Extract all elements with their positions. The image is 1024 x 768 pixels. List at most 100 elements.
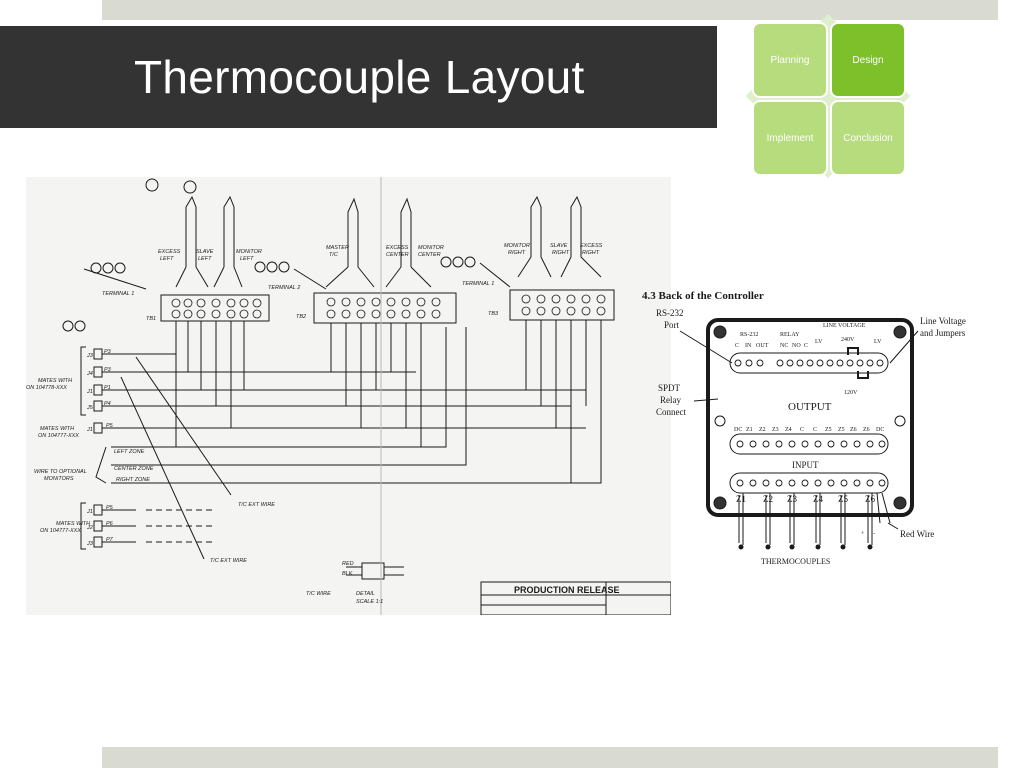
schematic-cable-label: MASTER	[326, 245, 349, 251]
schematic-cable-label: MONITOR	[418, 245, 444, 251]
input-pin-label: Z5	[825, 427, 832, 433]
schematic-terminal-label: TERMINAL 1	[102, 291, 134, 297]
schematic-tb-label: TB1	[146, 316, 156, 322]
nav-tile-design[interactable]: Design	[830, 22, 906, 98]
schematic-cable-label: CENTER	[418, 252, 441, 258]
input-pin-label: DC	[734, 427, 742, 433]
schematic-cable-label: RIGHT	[508, 250, 526, 256]
zone-label: Z6	[865, 494, 875, 504]
header-rs232: RS-232	[740, 332, 758, 338]
schematic-plug-label: P5	[106, 423, 114, 429]
schematic-plug-label: P3	[104, 349, 112, 355]
input-pin-label: Z2	[759, 427, 766, 433]
nav-tile-planning[interactable]: Planning	[752, 22, 828, 98]
nav-tile-implement[interactable]: Implement	[752, 100, 828, 176]
schematic-detail-label: SCALE 1:1	[356, 599, 383, 605]
schematic-blk-label: BLK	[342, 571, 353, 577]
polarity-plus: +	[861, 531, 865, 537]
schematic-monitors-note: MONITORS	[44, 476, 74, 482]
output-label: OUTPUT	[788, 401, 832, 413]
pin-label: C	[804, 343, 808, 349]
zone-label: Z5	[838, 494, 848, 504]
pin-label: OUT	[756, 343, 769, 349]
schematic-jack-label: J2	[86, 525, 93, 531]
line-voltage-callout: and Jumpers	[920, 328, 966, 338]
input-label: INPUT	[792, 460, 819, 470]
schematic-wire-label: T/C WIRE	[306, 591, 331, 597]
schematic-jack-label: J3	[86, 353, 94, 359]
schematic-cable-label: LEFT	[160, 256, 174, 262]
schematic-mates-note: ON 104778-XXX	[26, 385, 67, 391]
thermocouple-wiring-schematic: EXCESS LEFT SLAVE LEFT MONITOR LEFT MAST…	[26, 177, 671, 615]
schematic-wire-label: T/C EXT WIRE	[238, 502, 275, 508]
schematic-tb-label: TB3	[488, 311, 499, 317]
bottom-accent-band	[102, 747, 998, 768]
top-accent-band	[102, 0, 998, 20]
schematic-plug-label: P3	[104, 367, 112, 373]
schematic-jack-label: J1	[86, 509, 93, 515]
schematic-jack-label: J1	[86, 389, 93, 395]
input-pin-label: Z6	[850, 427, 857, 433]
schematic-mates-note: ON 104777-XXX	[38, 433, 79, 439]
thermocouples-label: THERMOCOUPLES	[761, 557, 830, 566]
input-pin-label: Z3	[772, 427, 779, 433]
rs232-port-callout: RS-232	[656, 308, 684, 318]
schematic-mates-note: MATES WITH	[40, 426, 74, 432]
input-pin-label: Z5	[838, 427, 845, 433]
schematic-zone-label: RIGHT ZONE	[116, 477, 150, 483]
schematic-cable-label: LEFT	[198, 256, 212, 262]
schematic-terminal-label: TERMINAL 1	[462, 281, 494, 287]
schematic-cable-label: EXCESS	[386, 245, 409, 251]
volt-120-label: 120V	[844, 390, 858, 396]
schematic-wire-label: T/C EXT WIRE	[210, 558, 247, 564]
section-navigation: Planning Design Implement Conclusion	[732, 0, 924, 192]
schematic-cable-label: SLAVE	[196, 249, 214, 255]
slide-title: Thermocouple Layout	[134, 51, 585, 103]
schematic-zone-label: LEFT ZONE	[114, 449, 145, 455]
input-pin-label: Z6	[863, 427, 870, 433]
schematic-cable-label: EXCESS	[158, 249, 181, 255]
schematic-detail-label: DETAIL	[356, 591, 375, 597]
pin-label: NC	[780, 343, 788, 349]
schematic-cable-label: SLAVE	[550, 243, 568, 249]
schematic-cable-label: RIGHT	[582, 250, 600, 256]
header-line-voltage: LINE VOLTAGE	[823, 323, 866, 329]
schematic-cable-label: T/C	[329, 252, 338, 258]
nav-tile-conclusion[interactable]: Conclusion	[830, 100, 906, 176]
header-relay: RELAY	[780, 332, 800, 338]
pin-label: NO	[792, 343, 801, 349]
title-bar	[0, 26, 717, 128]
schematic-plug-label: P7	[106, 537, 114, 543]
input-pin-label: Z1	[746, 427, 753, 433]
spdt-callout: Connect	[656, 407, 686, 417]
schematic-jack-label: J5	[86, 405, 94, 411]
schematic-plug-label: P6	[106, 521, 114, 527]
schematic-jack-label: J4	[86, 371, 93, 377]
schematic-cable-label: LEFT	[240, 256, 254, 262]
pin-label: LV	[874, 339, 882, 345]
schematic-zone-label: CENTER ZONE	[114, 466, 154, 472]
schematic-mates-note: MATES WITH	[38, 378, 72, 384]
pin-label: C	[735, 343, 739, 349]
zone-label: Z4	[813, 494, 823, 504]
schematic-tb-label: TB2	[296, 314, 306, 320]
red-wire-callout: Red Wire	[900, 529, 934, 539]
zone-label: Z2	[763, 494, 773, 504]
schematic-red-label: RED	[342, 561, 354, 567]
schematic-cable-label: CENTER	[386, 252, 409, 258]
zone-label: Z3	[787, 494, 797, 504]
rs232-port-callout: Port	[664, 320, 680, 330]
schematic-mates-note: MATES WITH	[56, 521, 90, 527]
controller-heading: 4.3 Back of the Controller	[642, 290, 764, 302]
schematic-plug-label: P1	[104, 385, 111, 391]
zone-label: Z1	[736, 494, 746, 504]
schematic-jack-label: J1	[86, 427, 93, 433]
polarity-minus: -	[873, 531, 875, 537]
pin-label: LV	[815, 339, 823, 345]
schematic-cable-label: MONITOR	[236, 249, 262, 255]
controller-back-diagram: 4.3 Back of the Controller RS-232 Port L…	[642, 283, 982, 583]
schematic-mates-note: ON 104777-XXX	[40, 528, 81, 534]
schematic-terminal-label: TERMINAL 2	[268, 285, 300, 291]
input-pin-label: DC	[876, 427, 884, 433]
input-pin-label: C	[800, 427, 804, 433]
